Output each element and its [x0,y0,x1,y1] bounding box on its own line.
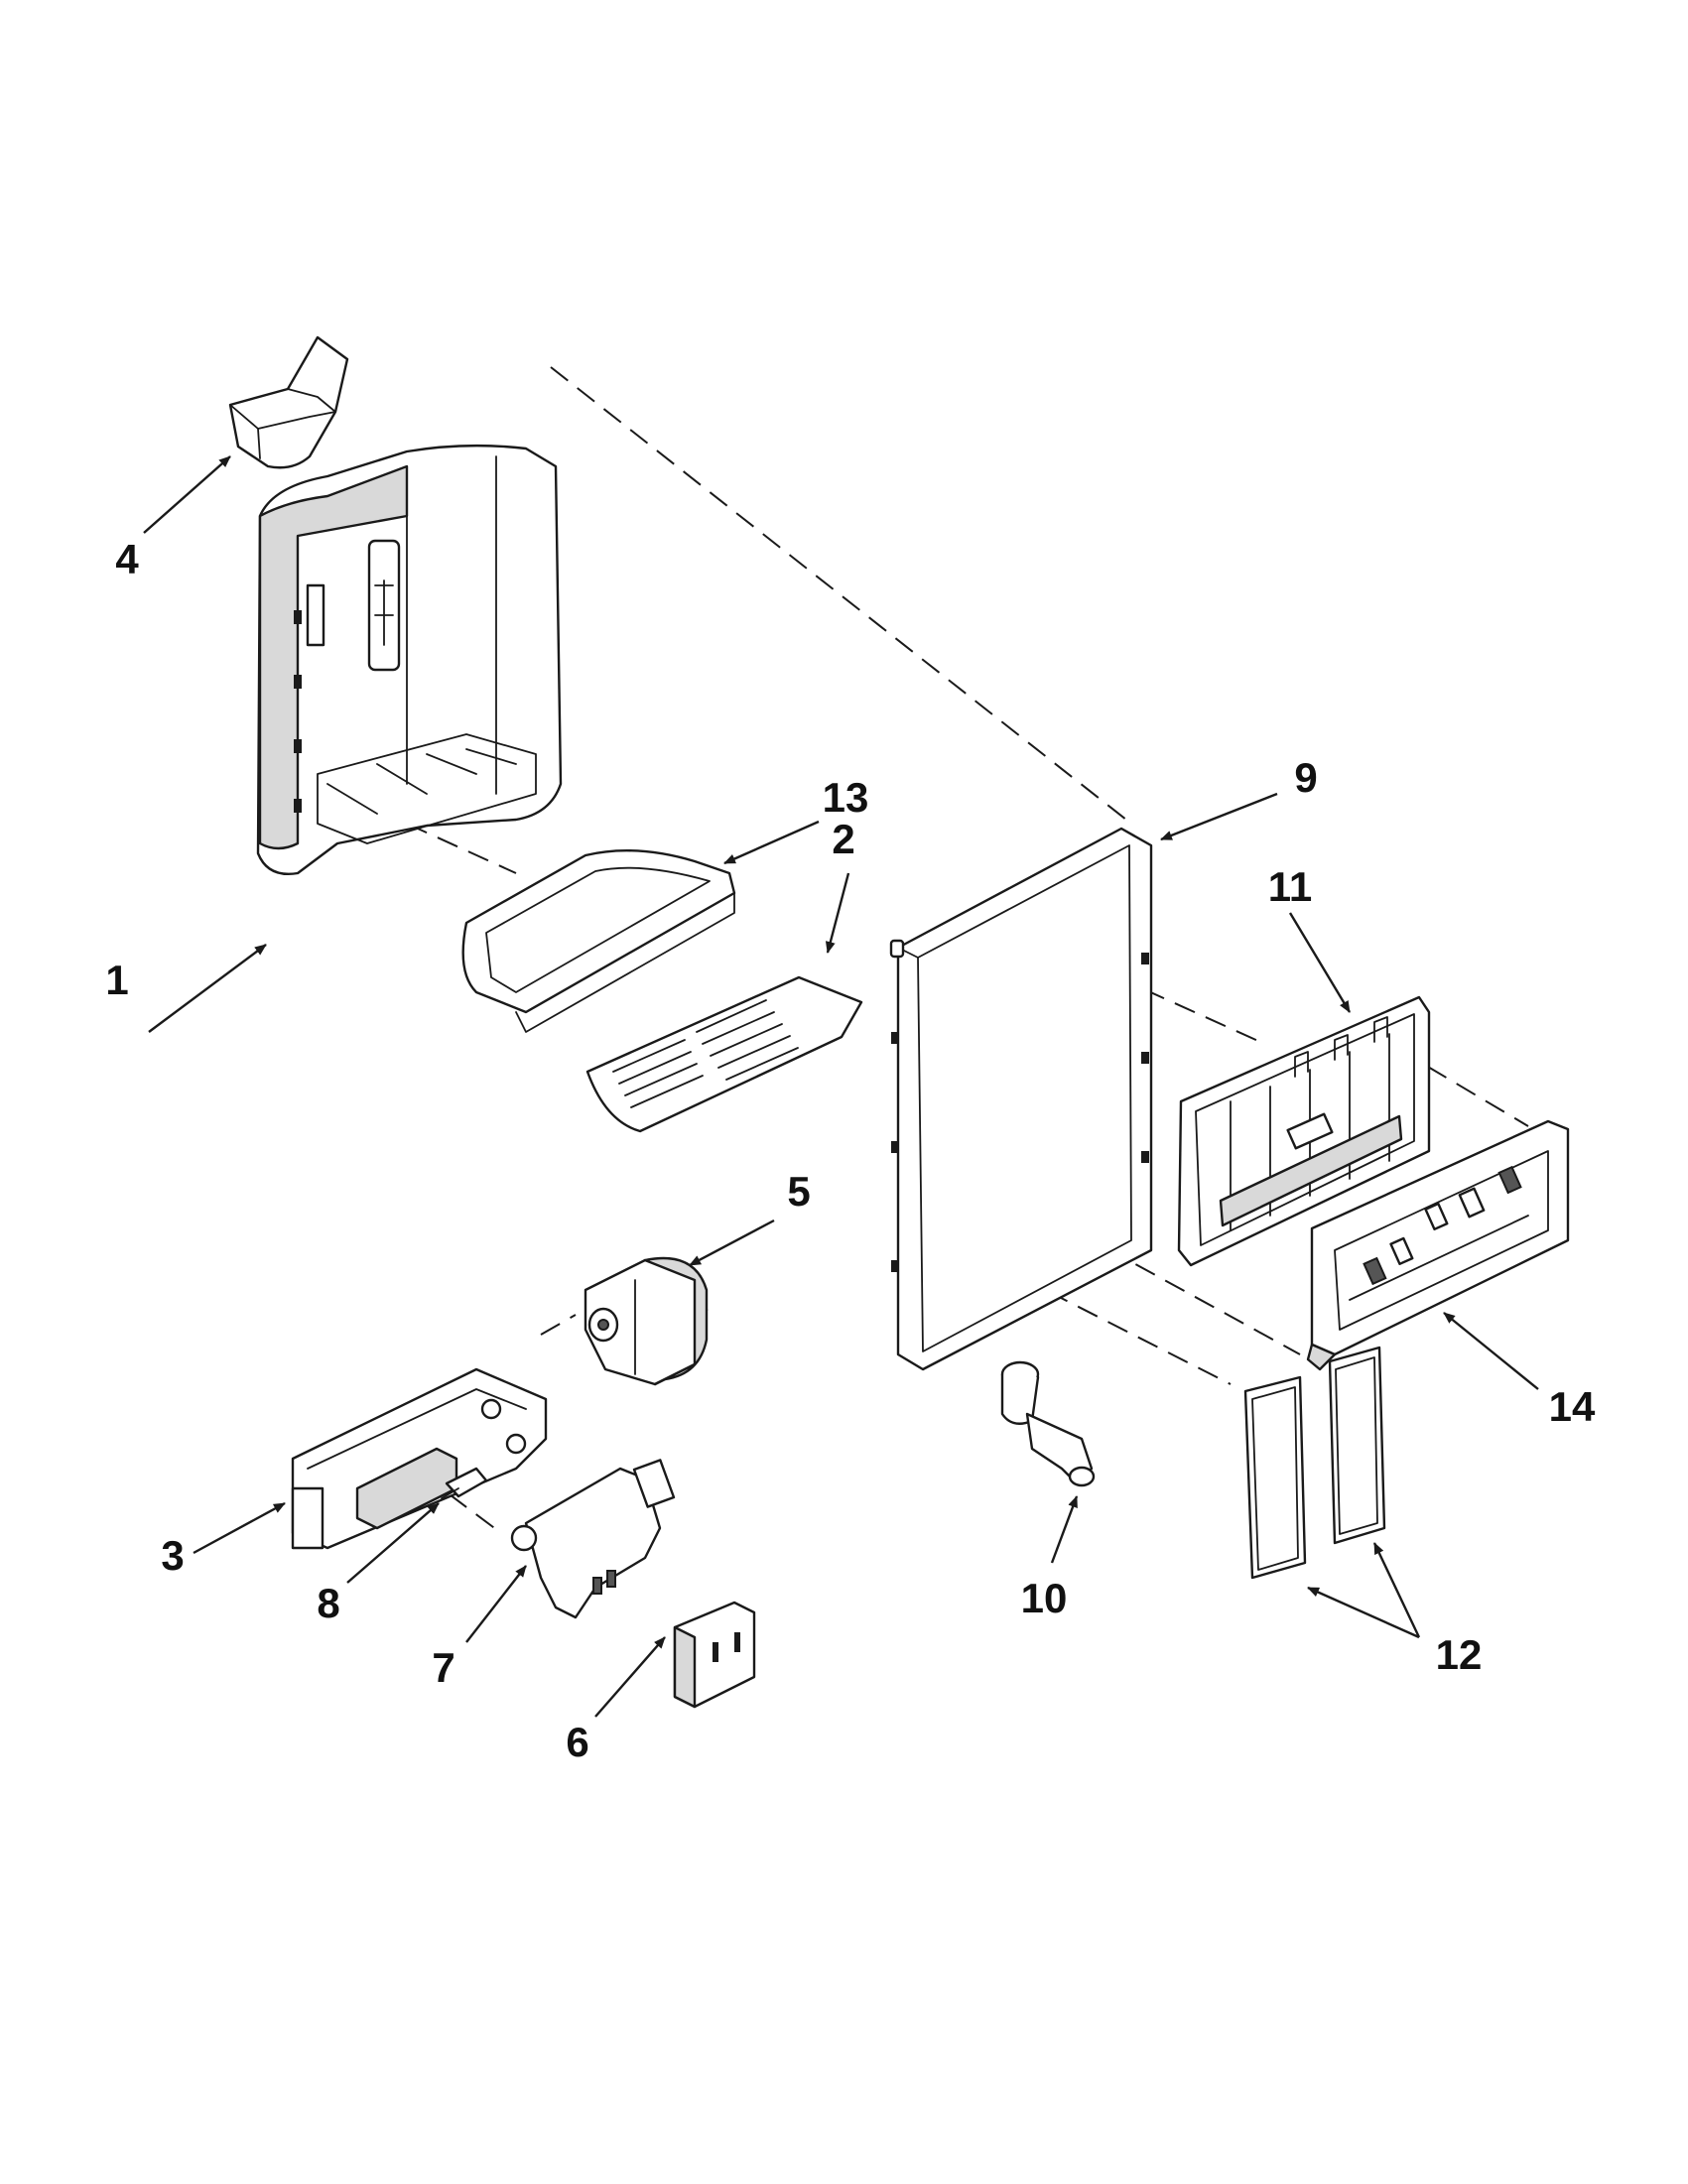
part-6-cap [673,1601,756,1709]
part-8-screw [441,1467,488,1499]
part-14-control-panel [1306,1119,1570,1371]
callout-labels: 1 2 3 4 5 6 7 8 9 10 11 12 13 14 [105,536,1596,1765]
callout-12: 12 [1436,1631,1483,1678]
callout-14: 14 [1549,1383,1596,1430]
callout-1: 1 [105,957,128,1003]
callout-2: 2 [832,816,854,862]
part-4-chute-cup [228,335,349,469]
part-5-auger-motor [584,1256,709,1386]
part-12-pads [1243,1346,1386,1580]
callout-7: 7 [432,1644,454,1691]
part-10-water-fitting [1000,1360,1096,1487]
part-7-solenoid [510,1459,676,1619]
leader-arrows [143,455,1539,1718]
callout-11: 11 [1268,863,1312,910]
callout-8: 8 [317,1580,339,1626]
part-13-tray-rim [461,849,736,1033]
part-1-ice-bin-housing [256,444,563,875]
part-11-control-bracket [1177,995,1431,1267]
part-9-dispenser-frame [889,827,1153,1371]
callout-4: 4 [115,536,139,582]
callout-9: 9 [1294,754,1317,801]
callout-6: 6 [566,1719,588,1765]
part-2-grille [585,975,863,1133]
callout-10: 10 [1021,1575,1068,1621]
callout-5: 5 [787,1168,810,1215]
callout-13: 13 [823,774,869,821]
callout-3: 3 [161,1532,184,1579]
